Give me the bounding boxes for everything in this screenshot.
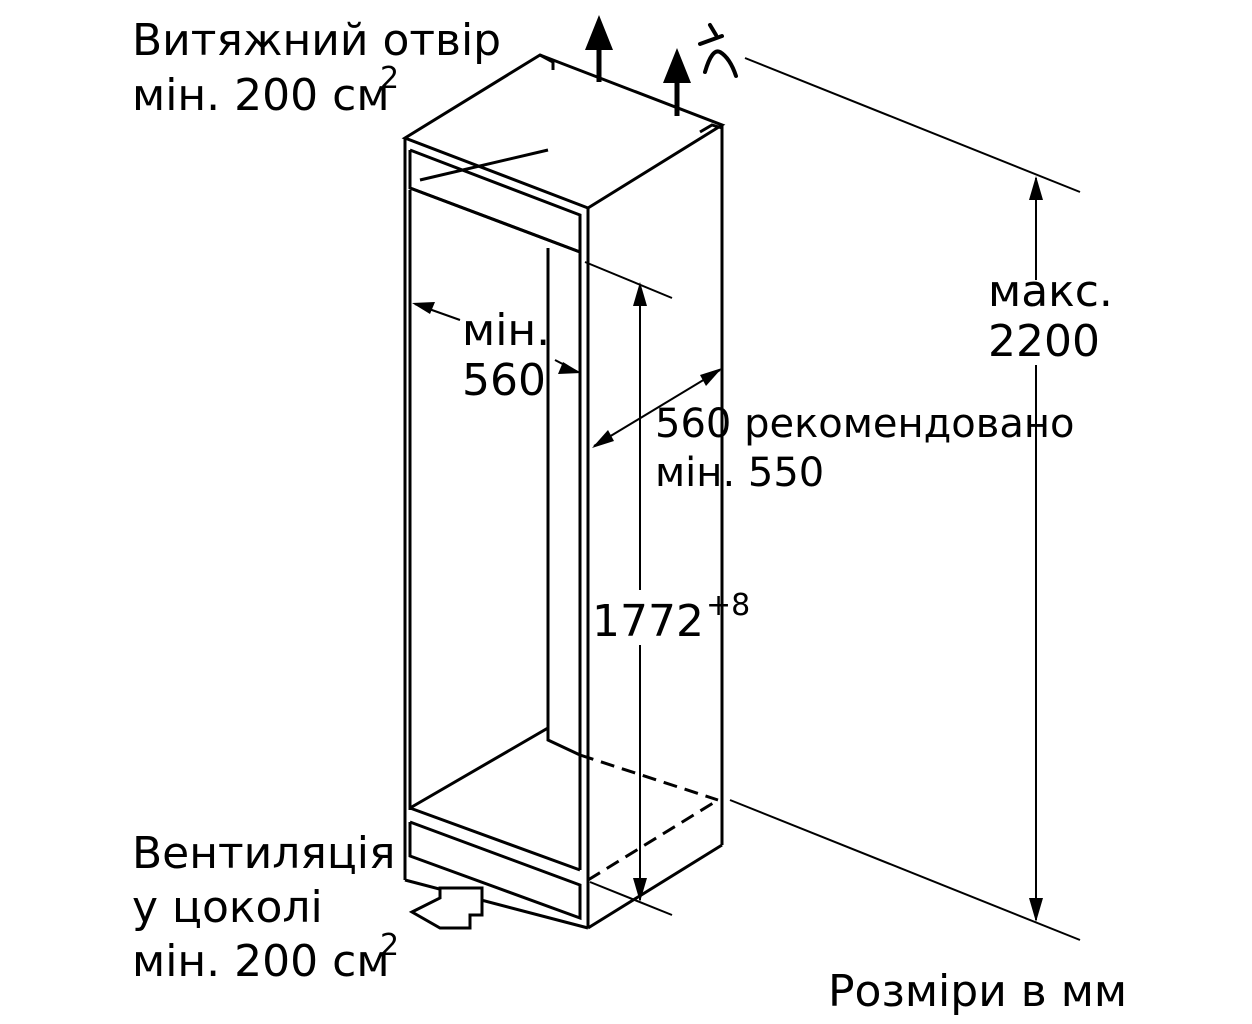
width-arrow-right <box>558 362 581 374</box>
dimension-arrowheads <box>412 176 1043 922</box>
cabinet-outline <box>401 53 726 930</box>
width-arrow-left <box>412 302 435 314</box>
depth-label-line2: мін. 550 <box>655 450 824 496</box>
plinth-label-sup: 2 <box>380 928 399 963</box>
air-out-right-arrow <box>663 48 691 116</box>
depth-arrow-back <box>700 368 722 386</box>
top-rail-inner <box>409 186 581 254</box>
air-in-arrow <box>408 886 484 930</box>
top-marker-symbol <box>698 23 738 78</box>
niche-height-tolerance: +8 <box>706 588 750 623</box>
niche-height-arrow-top <box>633 282 647 306</box>
top-rail <box>408 148 582 255</box>
exhaust-label-sup: 2 <box>380 61 399 96</box>
niche-floor-front <box>409 806 581 872</box>
max-height-label-line2: 2200 <box>988 316 1100 367</box>
width-min-label-line2: 560 <box>462 355 546 406</box>
niche-height-label: 1772 <box>592 596 704 647</box>
plinth-label-line1: Вентиляція <box>132 828 395 879</box>
cabinet-bottom-front-edge <box>404 878 589 930</box>
dimension-lines <box>414 57 1081 941</box>
units-label: Розміри в мм <box>828 966 1127 1017</box>
depth-dimension-line <box>593 369 721 447</box>
niche-back-top-line <box>419 148 549 182</box>
niche-floor <box>409 725 581 810</box>
floor-dashed-front <box>587 798 719 882</box>
depth-label-line1: 560 рекомендовано <box>655 401 1074 447</box>
cabinet-bottom-right-edge <box>587 843 723 930</box>
plinth-label-line2: у цоколі <box>132 882 323 933</box>
width-min-label-line1: мін. <box>462 305 550 356</box>
niche-frame <box>408 53 723 921</box>
niche-height-extension-bottom <box>589 881 673 916</box>
plinth-label-line3: мін. 200 см <box>132 936 390 987</box>
top-step-right <box>699 123 723 134</box>
max-height-arrow-bottom <box>1029 898 1043 922</box>
exhaust-label-line2: мін. 200 см <box>132 70 390 121</box>
depth-arrow-front <box>592 430 614 448</box>
exhaust-label-line1: Витяжний отвір <box>132 15 501 66</box>
floor-dashed-back <box>579 753 719 802</box>
top-step-left <box>539 53 555 70</box>
max-height-label-line1: макс. <box>988 266 1113 317</box>
air-out-left-arrow <box>585 15 613 82</box>
max-height-extension-bottom <box>729 799 1081 941</box>
max-height-extension-top <box>744 57 1081 193</box>
niche-height-arrow-bottom <box>633 878 647 902</box>
niche-height-extension-top <box>584 261 673 299</box>
max-height-arrow-top <box>1029 176 1043 200</box>
plinth-rail <box>408 820 582 921</box>
